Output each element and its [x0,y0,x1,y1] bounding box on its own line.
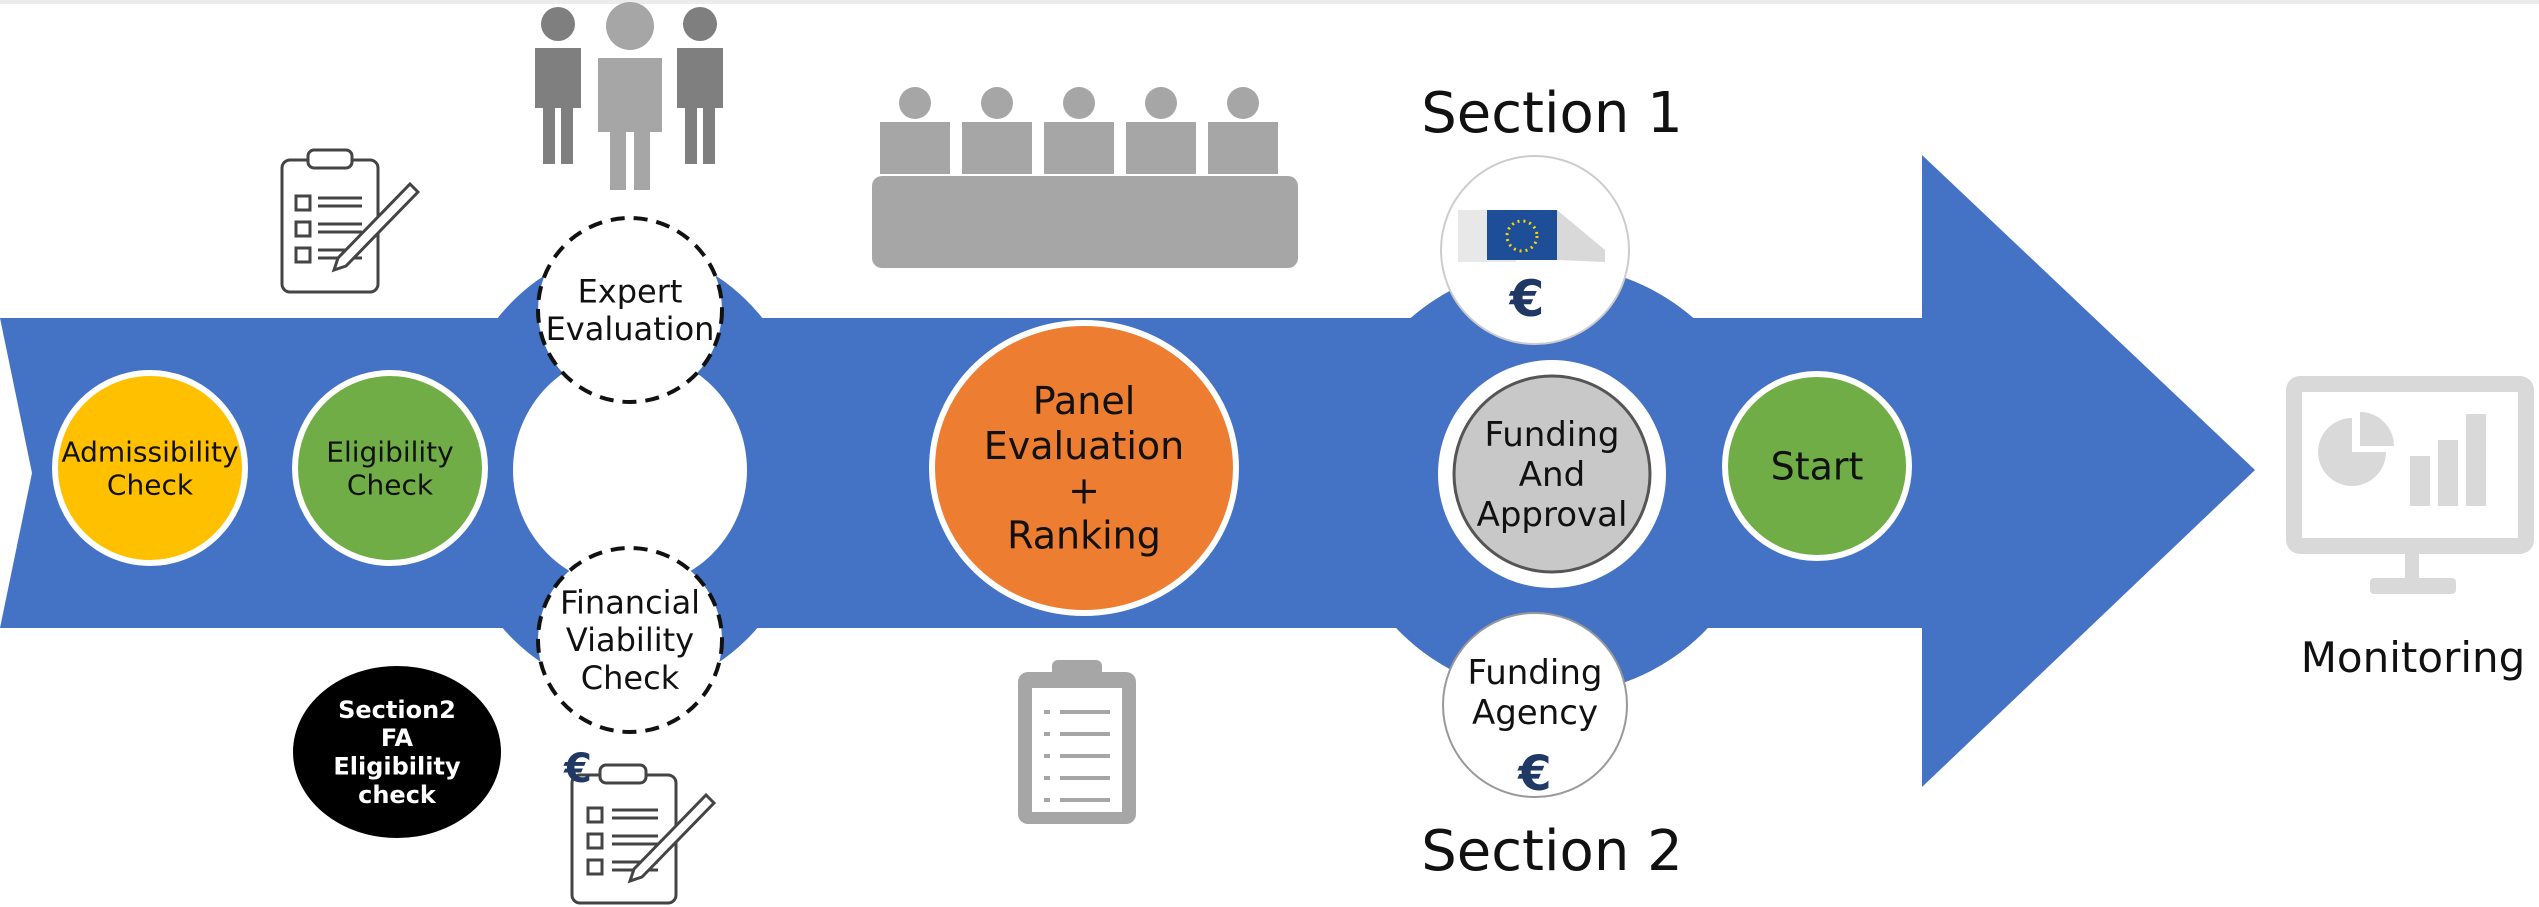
top-border [0,0,2539,4]
panel-table-icon [872,87,1298,268]
section2-heading: Section 2 [1421,819,1683,884]
expert-evaluation-node [536,216,724,404]
monitoring-heading: Monitoring [2301,633,2526,682]
admissibility-check-node [52,370,248,566]
funding-agency-node [1442,612,1628,798]
section1-heading: Section 1 [1421,81,1683,146]
financial-viability-node [536,546,724,734]
eu-commission-icon [1458,210,1605,262]
start-node [1722,371,1912,561]
panel-evaluation-node [929,320,1239,616]
clipboard-icon [1018,660,1136,824]
experts-icon [535,2,723,190]
funding-approval-node [1452,374,1652,574]
eligibility-check-node [292,370,488,566]
section1-euro-symbol: € [1509,270,1545,328]
section2-fa-eligibility-node [293,666,501,838]
monitoring-screen-icon [2286,376,2534,594]
clipboard-checklist-icon-bottom [570,763,717,905]
expert-gap [513,352,747,588]
financial-euro-symbol: € [563,746,592,792]
start-label: Start [1771,444,1864,488]
clipboard-checklist-icon [280,148,421,294]
funding-agency-euro-symbol: € [1517,746,1551,802]
